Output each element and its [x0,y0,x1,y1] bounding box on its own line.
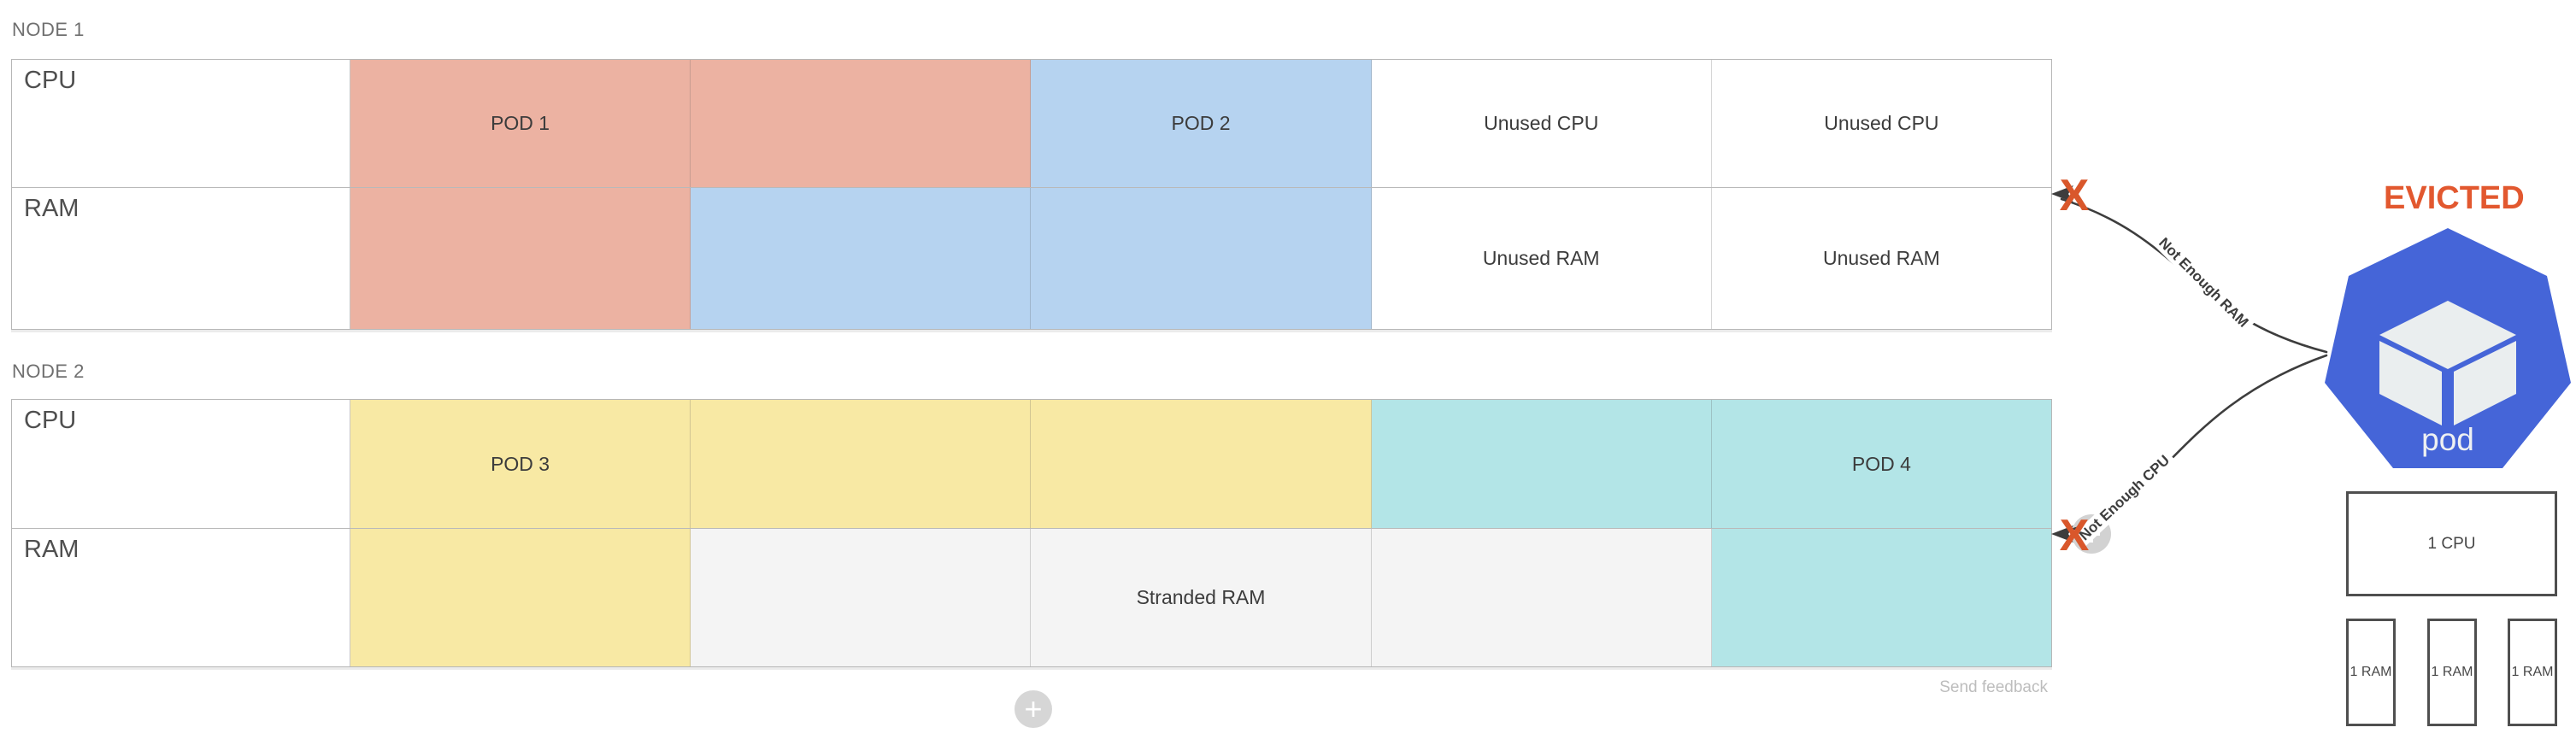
resource-cell: Unused RAM [1371,188,1712,329]
resource-cell: POD 4 [1711,400,2052,528]
node-table: CPU POD 3 POD 4 RAM Stranded RAM [11,399,2052,667]
ram-request-box: 1 RAM [2427,619,2477,726]
ram-request-box: 1 RAM [2508,619,2557,726]
resource-cell [350,529,691,666]
resource-cell [1711,529,2052,666]
add-button[interactable]: + [1015,690,1052,728]
resource-cell-label: Unused CPU [1484,112,1599,134]
resource-cell [1371,529,1712,666]
resource-cell-label: Unused RAM [1482,247,1600,269]
resource-cell [350,188,691,329]
cpu-request-label: 1 CPU [2427,534,2476,553]
resource-cell [691,400,1032,528]
resource-cell: POD 2 [1031,60,1372,187]
x-mark-node2: X [2059,511,2090,560]
resource-cell: POD 3 [350,400,691,528]
node-title: NODE 1 [12,19,85,40]
resource-cell-label: Unused RAM [1823,247,1940,269]
resource-row: RAM Unused RAM Unused RAM [12,187,2052,329]
row-label: CPU [12,60,350,187]
resource-cell: POD 1 [350,60,691,187]
ram-request-box: 1 RAM [2346,619,2396,726]
resource-cell: Unused CPU [1711,60,2052,187]
resource-cell-label: POD 2 [1171,112,1231,134]
row-label: CPU [12,400,350,528]
node-title: NODE 2 [12,361,85,382]
resource-cell: Unused CPU [1371,60,1712,187]
cpu-request-box: 1 CPU [2346,491,2557,596]
resource-cell-label: POD 3 [491,452,550,475]
pod-label: pod [2421,422,2474,457]
resource-row: CPU POD 1 POD 2 Unused CPU Unused CPU [12,60,2052,187]
x-mark-node1: X [2059,171,2090,220]
evicted-title: EVICTED [2384,180,2525,216]
resource-cell-label: Stranded RAM [1136,586,1266,608]
resource-cell [691,188,1032,329]
resource-cell [1031,188,1372,329]
resource-cell: Stranded RAM [1031,529,1372,666]
resource-cell [691,529,1032,666]
node-table: CPU POD 1 POD 2 Unused CPU Unused CPU RAM Unus… [11,59,2052,330]
resource-row: CPU POD 3 POD 4 [12,400,2052,528]
row-label: RAM [12,529,350,666]
resource-cell-label: POD 1 [491,112,550,134]
row-label: RAM [12,188,350,329]
resource-cell [1371,400,1712,528]
resource-cell-label: POD 4 [1851,452,1911,475]
cube-icon [2379,301,2516,425]
resource-cell [691,60,1032,187]
edge-not-enough-cpu [2058,354,2328,534]
resource-cell: Unused RAM [1711,188,2052,329]
resource-cell-label: Unused CPU [1824,112,1939,134]
resource-cell [1031,400,1372,528]
arrowhead-bottom-icon [2051,525,2073,543]
arrowhead-top-icon [2051,185,2073,202]
send-feedback-link[interactable]: Send feedback [1939,678,2048,696]
resource-row: RAM Stranded RAM [12,528,2052,666]
